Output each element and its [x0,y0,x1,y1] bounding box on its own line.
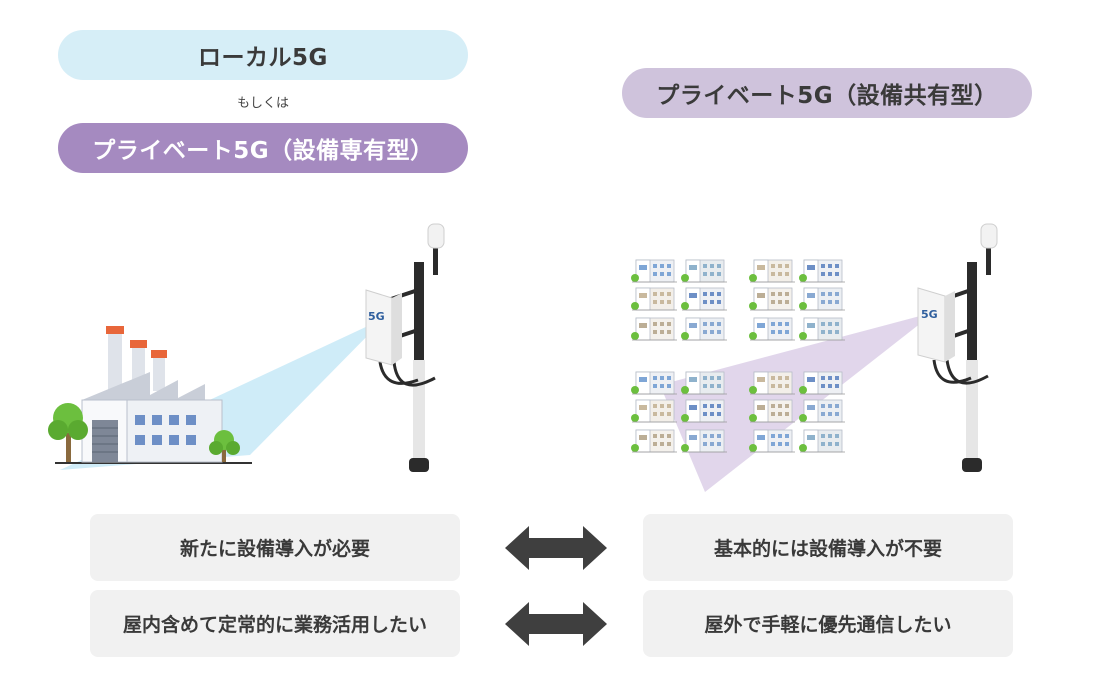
building-icon [799,317,845,341]
double-arrow-icon [505,526,607,570]
building-grid [631,259,845,453]
building-icon [749,317,795,341]
antenna-5g-label: 5G [921,308,938,321]
building-icon [799,287,845,311]
double-arrow-icon [505,602,607,646]
building-icon [681,259,727,283]
building-icon [749,259,795,283]
building-icon [681,429,727,453]
building-icon [749,429,795,453]
building-icon [749,399,795,423]
building-icon [749,371,795,395]
private-5g-dedicated-label: プライベート5G（設備専有型） [58,123,468,173]
antenna-5g-label: 5G [368,310,385,323]
building-icon [631,317,677,341]
building-icon [681,317,727,341]
tree-icon [209,430,240,462]
building-icon [799,399,845,423]
building-icon [631,371,677,395]
building-icon [681,371,727,395]
tree-icon [48,403,88,462]
building-icon [749,287,795,311]
antenna-pole-icon: 5G [917,223,998,472]
antenna-pole-icon: 5G [365,223,445,472]
building-icon [681,287,727,311]
building-icon [631,287,677,311]
building-icon [799,259,845,283]
building-icon [799,429,845,453]
building-icon [631,429,677,453]
building-icon [631,259,677,283]
right-requirement-box: 基本的には設備導入が不要 [643,514,1013,581]
right-usecase-box: 屋外で手軽に優先通信したい [643,590,1013,657]
local-5g-label: ローカル5G [58,30,468,80]
private-5g-shared-label: プライベート5G（設備共有型） [622,68,1032,118]
left-requirement-box: 新たに設備導入が必要 [90,514,460,581]
left-usecase-box: 屋内含めて定常的に業務活用したい [90,590,460,657]
building-icon [631,399,677,423]
right-signal-beam [660,312,935,492]
building-icon [799,371,845,395]
building-icon [681,399,727,423]
factory-icon [55,326,252,464]
or-text: もしくは [236,96,289,111]
